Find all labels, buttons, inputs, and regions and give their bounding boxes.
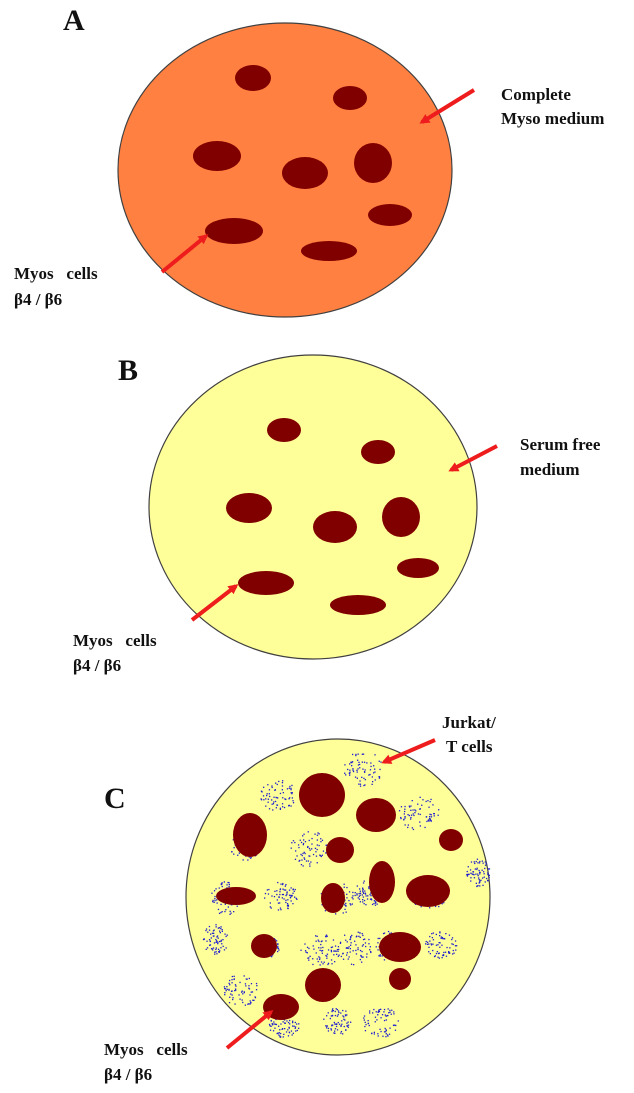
- myos-cell: [330, 595, 386, 615]
- cell-label-c-line2: β4 / β6: [104, 1066, 152, 1083]
- medium-label-b-line1: Serum free: [520, 436, 600, 453]
- myos-cell: [321, 883, 345, 913]
- myos-cell: [233, 813, 267, 857]
- myos-cell: [205, 218, 263, 244]
- panel-c: [186, 739, 490, 1055]
- medium-label-a-line2: Myso medium: [501, 110, 604, 127]
- myos-cell: [368, 204, 412, 226]
- myos-cell: [326, 837, 354, 863]
- myos-cell: [193, 141, 241, 171]
- cell-label-a-line2: β4 / β6: [14, 291, 62, 308]
- cell-label-b-line2: β4 / β6: [73, 657, 121, 674]
- myos-cell: [305, 968, 341, 1002]
- panel-letter-a: A: [63, 6, 85, 36]
- myos-cell: [251, 934, 277, 958]
- myos-cell: [333, 86, 367, 110]
- cell-label-b-line1: Myos cells: [73, 632, 157, 649]
- medium-label-b-line2: medium: [520, 461, 580, 478]
- medium-label-a-line1: Complete: [501, 86, 571, 103]
- myos-cell: [226, 493, 272, 523]
- myos-cell: [382, 497, 420, 537]
- cell-label-c-line1: Myos cells: [104, 1041, 188, 1058]
- myos-cell: [389, 968, 411, 990]
- myos-cell: [369, 861, 395, 903]
- myos-cell: [356, 798, 396, 832]
- panel-letter-b: B: [118, 356, 138, 386]
- myos-cell: [361, 440, 395, 464]
- myos-cell: [301, 241, 357, 261]
- myos-cell: [406, 875, 450, 907]
- myos-cell: [379, 932, 421, 962]
- myos-cell: [439, 829, 463, 851]
- jurkat-label-line2: T cells: [446, 738, 492, 755]
- myos-cell: [313, 511, 357, 543]
- myos-cell: [238, 571, 294, 595]
- panel-b: [149, 355, 497, 659]
- myos-cell: [235, 65, 271, 91]
- myos-cell: [267, 418, 301, 442]
- jurkat-label-line1: Jurkat/: [442, 714, 496, 731]
- myos-cell: [397, 558, 439, 578]
- panel-a: [118, 23, 474, 317]
- myos-cell: [282, 157, 328, 189]
- myos-cell: [354, 143, 392, 183]
- myos-cell: [216, 887, 256, 905]
- panel-letter-c: C: [104, 784, 126, 814]
- myos-cell: [299, 773, 345, 817]
- cell-label-a-line1: Myos cells: [14, 265, 98, 282]
